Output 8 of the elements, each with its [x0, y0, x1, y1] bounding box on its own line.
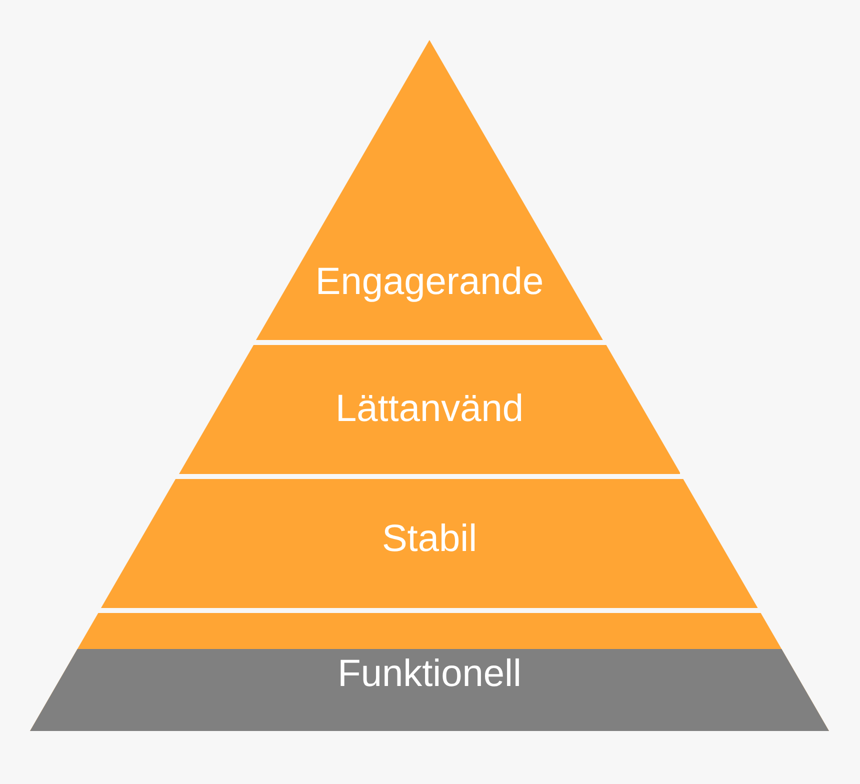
pyramid-level [30, 613, 829, 731]
level-label: Stabil [382, 518, 478, 560]
pyramid-level [101, 479, 758, 608]
level-label: Lättanvänd [335, 388, 524, 430]
level-label: Engagerande [315, 261, 544, 303]
pyramid-level [178, 345, 680, 474]
level-label: Funktionell [338, 653, 522, 695]
pyramid-level [256, 40, 603, 340]
